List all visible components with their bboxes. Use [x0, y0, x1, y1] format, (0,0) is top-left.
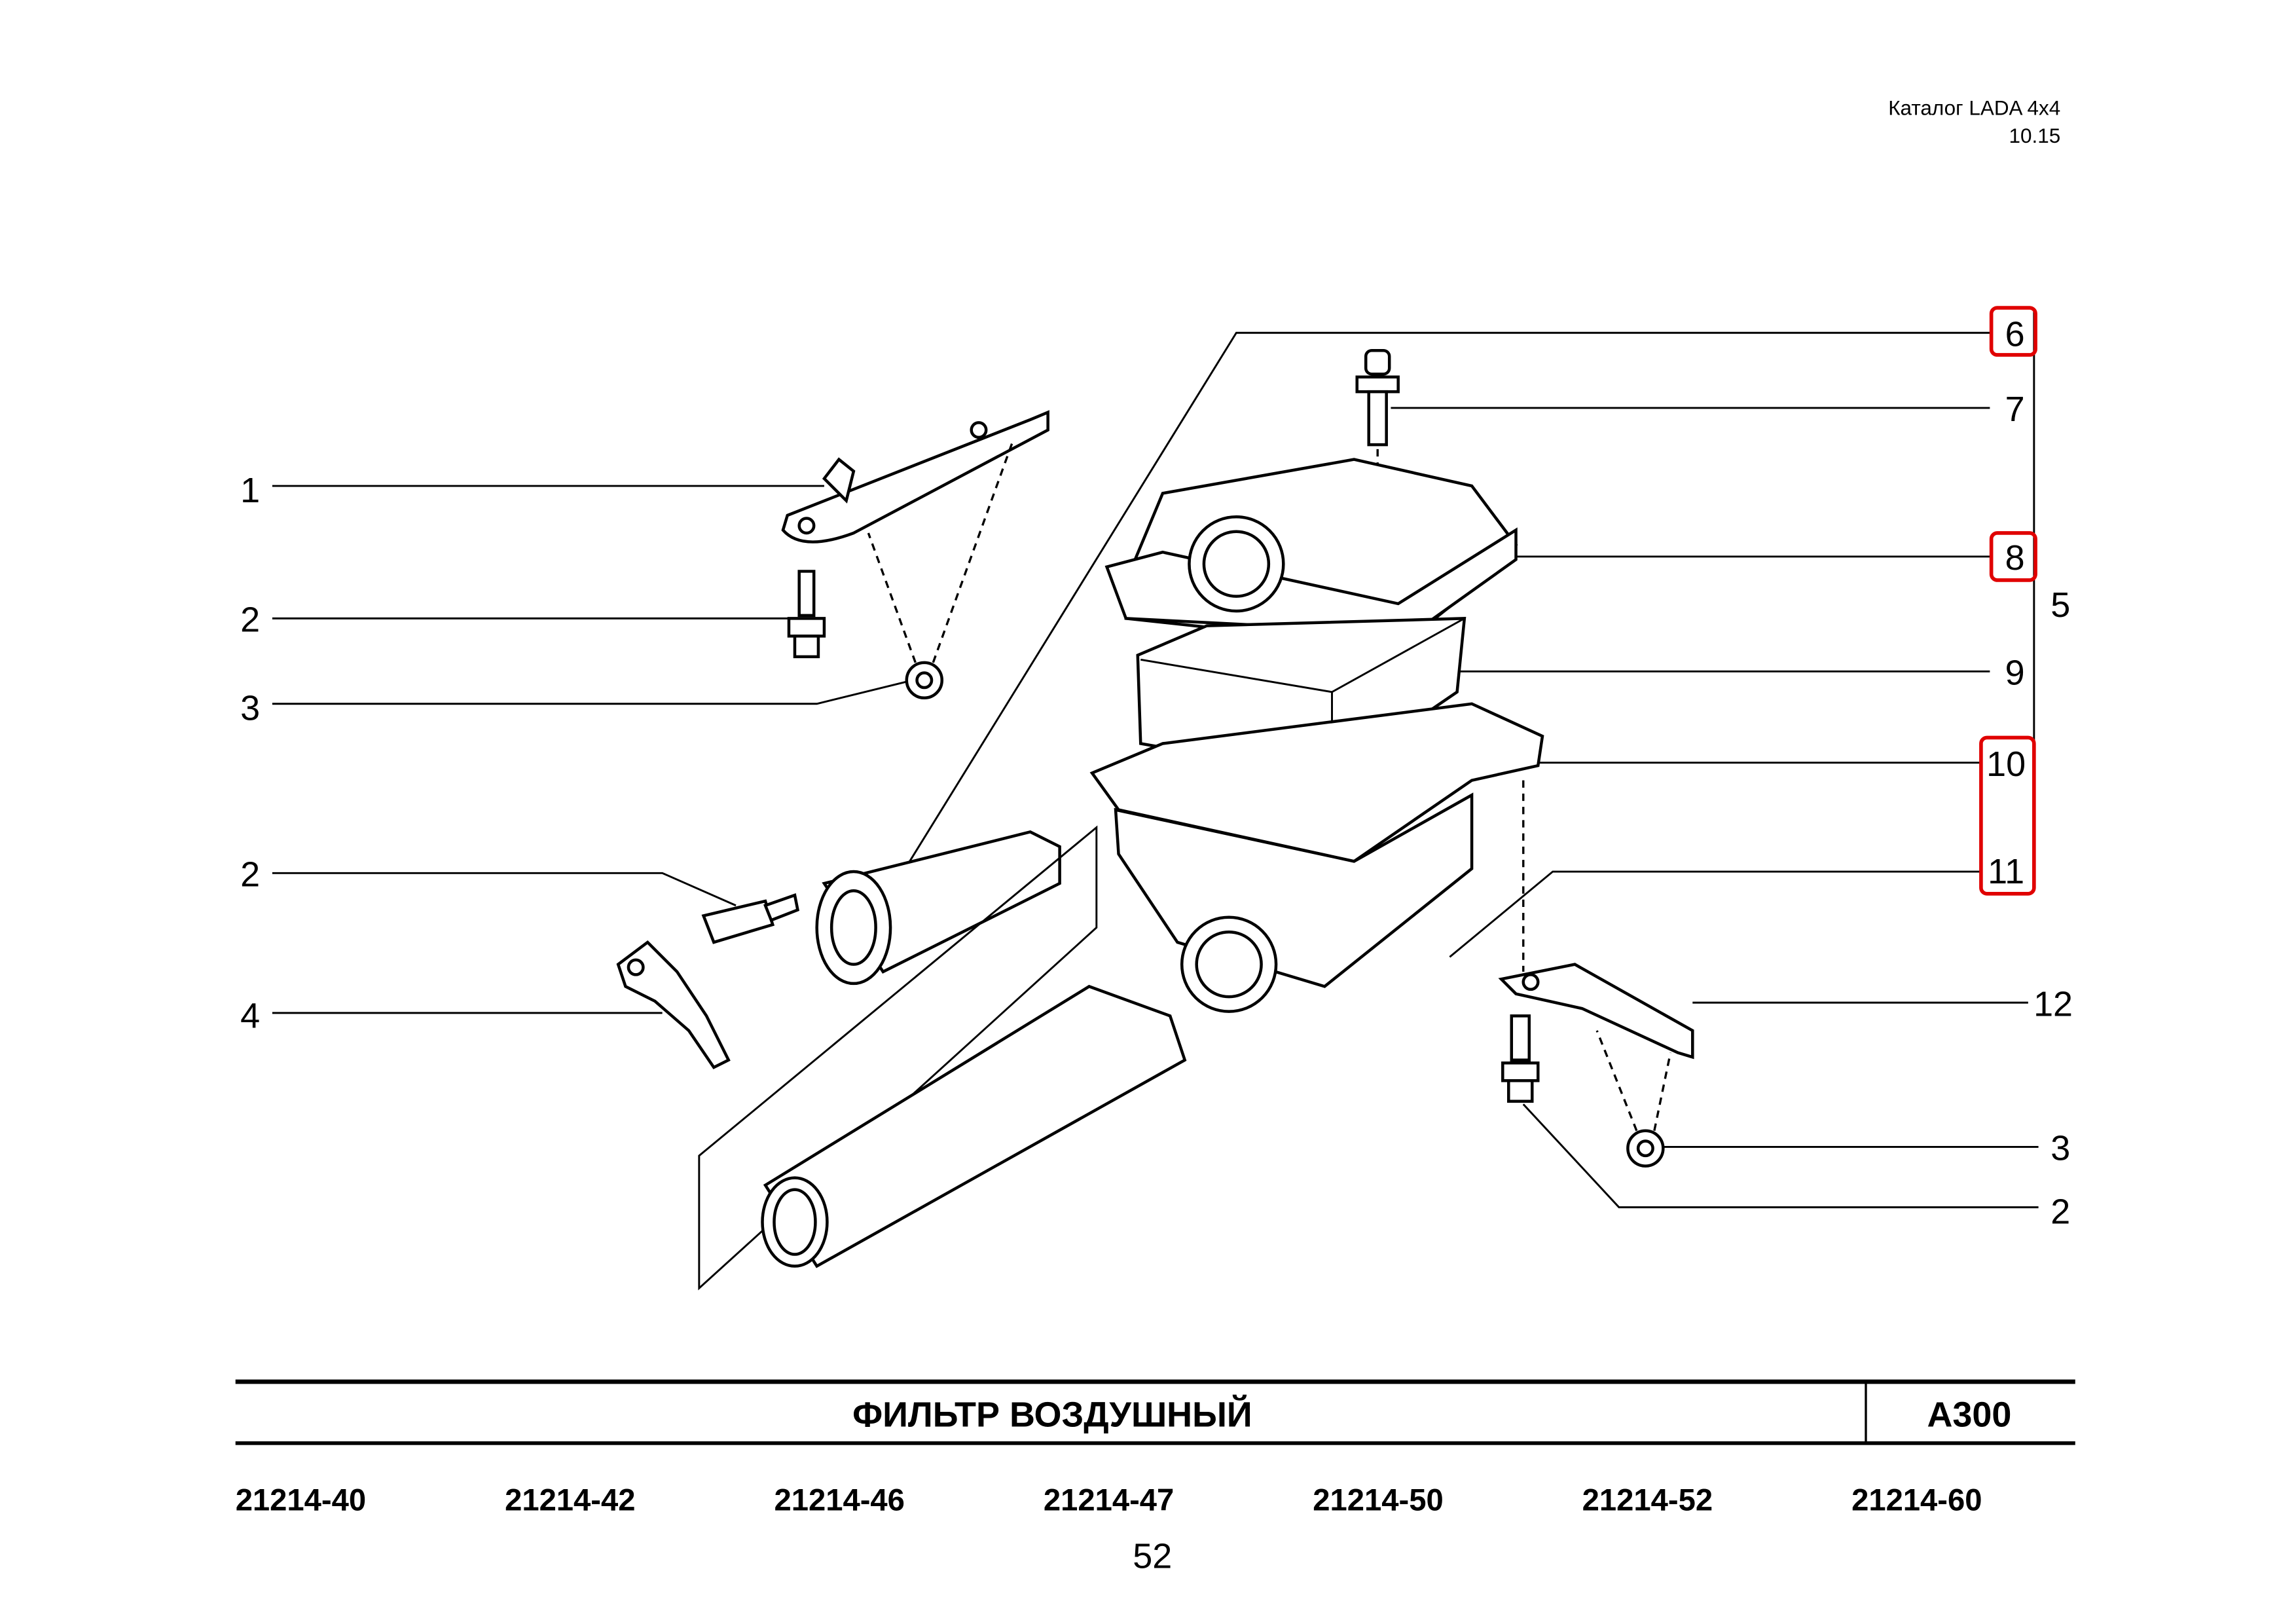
model-code: 21214-40: [236, 1483, 366, 1518]
callout-7: 7: [2005, 390, 2025, 429]
callout-3: 3: [2050, 1129, 2070, 1168]
highlight-callout-8: [1989, 531, 2037, 582]
callout-2: 2: [240, 855, 260, 895]
model-code: 21214-52: [1582, 1483, 1713, 1518]
model-code: 21214-42: [505, 1483, 635, 1518]
callout-9: 9: [2005, 654, 2025, 693]
callout-8: 8: [2005, 538, 2025, 578]
callout-3: 3: [240, 688, 260, 728]
model-code: 21214-60: [1851, 1483, 1982, 1518]
catalog-revision: 10.15: [2009, 124, 2061, 147]
callout-2: 2: [2050, 1192, 2070, 1231]
callouts-left: 1 2 3 2 4: [240, 471, 260, 1036]
callout-11: 11: [1988, 852, 2024, 891]
callout-4: 4: [240, 996, 260, 1035]
callout-5: 5: [2050, 585, 2070, 625]
model-code: 21214-46: [774, 1483, 904, 1518]
page-number: 52: [1133, 1536, 1172, 1576]
highlight-callout-10-11: [1979, 735, 2036, 896]
callouts-right: 6 7 8 5 9 10 11 12 3 2: [1986, 314, 2073, 1231]
model-code: 21214-47: [1044, 1483, 1174, 1518]
section-title: ФИЛЬТР ВОЗДУШНЫЙ: [852, 1395, 1252, 1435]
callout-6: 6: [2005, 314, 2025, 354]
catalog-header: Каталог LADA 4x4: [1888, 97, 2060, 120]
title-block: ФИЛЬТР ВОЗДУШНЫЙ А300: [235, 1379, 2075, 1445]
highlight-callout-6: [1989, 306, 2037, 357]
exploded-diagram: [272, 309, 2039, 1291]
model-list: 21214-40 21214-42 21214-46 21214-47 2121…: [236, 1483, 1982, 1518]
callout-2: 2: [240, 600, 260, 640]
section-code: А300: [1927, 1395, 2011, 1435]
highlight-boxes: [1979, 306, 2037, 896]
callout-10: 10: [1986, 745, 2026, 784]
model-code: 21214-50: [1313, 1483, 1443, 1518]
callout-1: 1: [240, 471, 260, 510]
callout-12: 12: [2033, 984, 2073, 1024]
